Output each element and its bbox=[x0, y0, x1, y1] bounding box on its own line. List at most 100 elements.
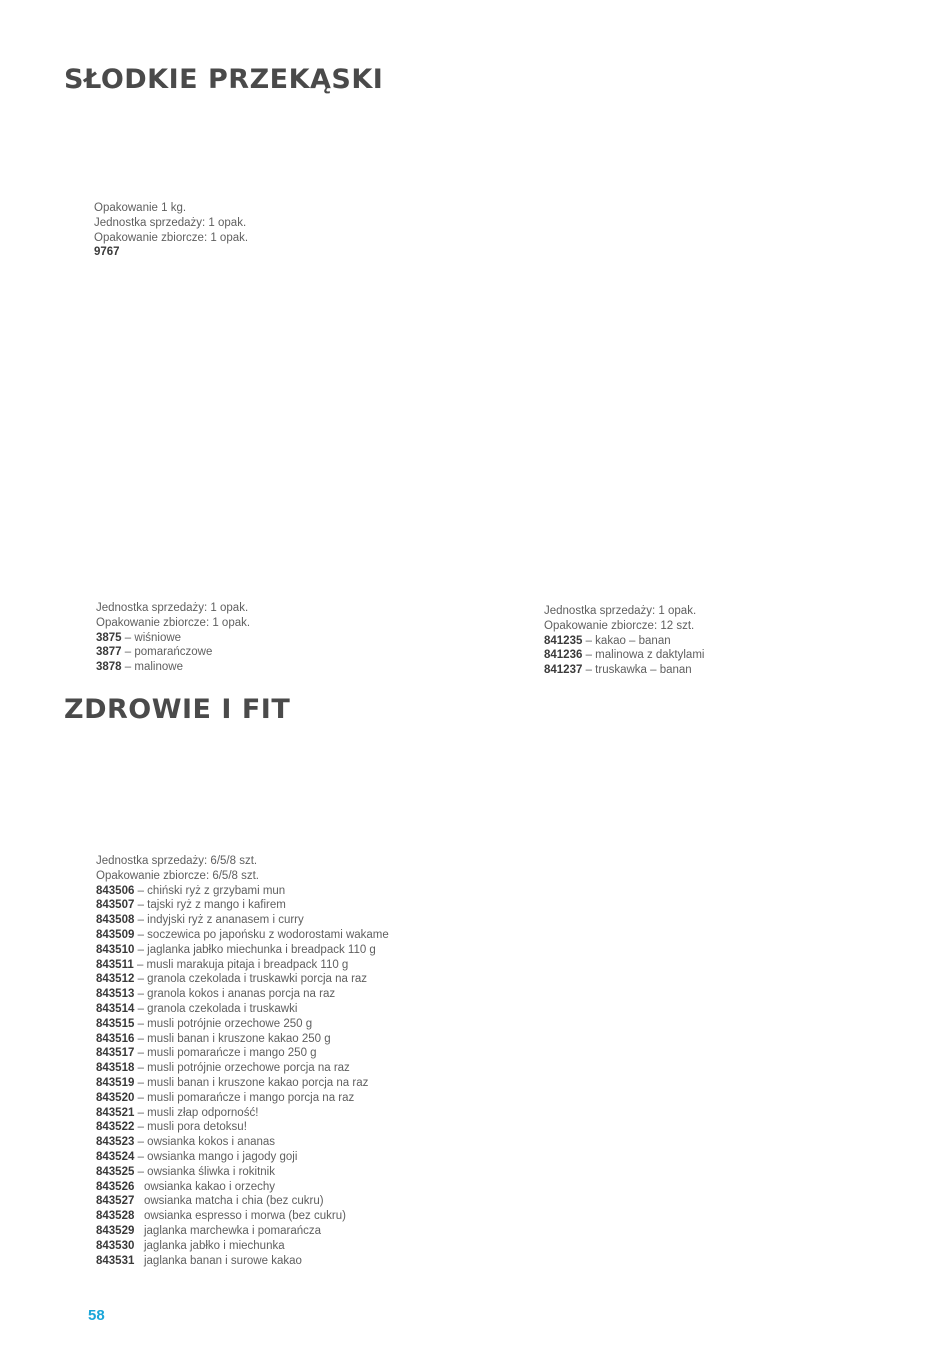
product-code: 843513 bbox=[96, 988, 135, 1001]
product-code: 3878 bbox=[96, 661, 122, 674]
product-code: 843522 bbox=[96, 1121, 135, 1134]
product-separator: – bbox=[121, 631, 135, 644]
product-description: malinowe bbox=[134, 661, 183, 674]
packaging-info-line: Opakowanie zbiorcze: 1 opak. bbox=[94, 231, 249, 244]
product-item: 843516 – musli banan i kruszone kakao 25… bbox=[96, 1032, 389, 1047]
product-item: 3875 – wiśniowe bbox=[96, 631, 250, 646]
product-separator: – bbox=[134, 943, 148, 956]
product-description: jaglanka jabłko miechunka i breadpack 11… bbox=[147, 943, 376, 956]
product-code: 843509 bbox=[96, 928, 135, 941]
product-description: musli pomarańcze i mango porcja na raz bbox=[147, 1091, 355, 1104]
product-code: 843531 bbox=[96, 1254, 135, 1267]
product-code: 843510 bbox=[96, 943, 135, 956]
product-separator: – bbox=[121, 661, 135, 674]
product-separator: – bbox=[134, 1062, 148, 1075]
product-code: 843507 bbox=[96, 899, 135, 912]
product-separator bbox=[134, 1255, 144, 1267]
packaging-info-line: Opakowanie zbiorcze: 1 opak. bbox=[96, 616, 251, 629]
product-code: 3877 bbox=[96, 646, 122, 659]
product-code: 843521 bbox=[96, 1106, 135, 1119]
product-item: 843523 – owsianka kokos i ananas bbox=[96, 1135, 389, 1150]
product-description: granola kokos i ananas porcja na raz bbox=[147, 988, 336, 1001]
product-item: 843526 owsianka kakao i orzechy bbox=[96, 1180, 389, 1195]
product-code: 9767 bbox=[94, 246, 120, 259]
section-title-health-fit: ZDROWIE I FIT bbox=[64, 694, 291, 725]
product-description: jaglanka banan i surowe kakao bbox=[143, 1254, 302, 1267]
product-separator: – bbox=[134, 973, 148, 986]
product-item: 843511 – musli marakuja pitaja i breadpa… bbox=[96, 958, 389, 973]
product-code: 843528 bbox=[96, 1210, 135, 1223]
product-separator: – bbox=[134, 1136, 148, 1149]
product-code: 843526 bbox=[96, 1180, 135, 1193]
product-description: indyjski ryż z ananasem i curry bbox=[147, 914, 304, 927]
product-separator: – bbox=[134, 1032, 148, 1045]
product-separator: – bbox=[134, 928, 148, 941]
product-code: 843529 bbox=[96, 1224, 135, 1237]
product-item: 841235 – kakao – banan bbox=[544, 634, 704, 649]
product-item: 841236 – malinowa z daktylami bbox=[544, 648, 704, 663]
product-code: 843516 bbox=[96, 1032, 135, 1045]
product-item: 843510 – jaglanka jabłko miechunka i bre… bbox=[96, 943, 389, 958]
product-separator: – bbox=[582, 649, 596, 662]
product-description: musli potrójnie orzechowe 250 g bbox=[147, 1017, 313, 1030]
product-separator: – bbox=[133, 958, 147, 971]
product-separator: – bbox=[134, 1121, 148, 1134]
product-description: pomarańczowe bbox=[134, 646, 213, 659]
packaging-info-line: Jednostka sprzedaży: 1 opak. bbox=[96, 602, 249, 614]
product-item: 841237 – truskawka – banan bbox=[544, 663, 704, 678]
product-description: malinowa z daktylami bbox=[595, 649, 705, 662]
product-item: 843507 – tajski ryż z mango i kafirem bbox=[96, 898, 389, 913]
product-item: 843509 – soczewica po japońsku z wodoros… bbox=[96, 928, 389, 943]
product-item: 843521 – musli złap odporność! bbox=[96, 1106, 389, 1121]
product-separator: – bbox=[134, 884, 148, 897]
product-description: tajski ryż z mango i kafirem bbox=[147, 899, 286, 912]
product-item: 843518 – musli potrójnie orzechowe porcj… bbox=[96, 1061, 389, 1076]
product-description: owsianka kokos i ananas bbox=[147, 1136, 276, 1149]
product-description: musli pomarańcze i mango 250 g bbox=[147, 1047, 317, 1060]
product-item: 843530 jaglanka jabłko i miechunka bbox=[96, 1239, 389, 1254]
product-description: granola czekolada i truskawki porcja na … bbox=[147, 973, 368, 986]
product-separator bbox=[134, 1210, 144, 1222]
product-separator bbox=[134, 1195, 144, 1207]
product-separator: – bbox=[121, 646, 135, 659]
product-description: owsianka matcha i chia (bez cukru) bbox=[143, 1195, 324, 1208]
product-separator: – bbox=[134, 1091, 148, 1104]
product-item: 843517 – musli pomarańcze i mango 250 g bbox=[96, 1046, 389, 1061]
product-separator: – bbox=[134, 1017, 148, 1030]
product-code: 843519 bbox=[96, 1076, 135, 1089]
product-item: 843522 – musli pora detoksu! bbox=[96, 1120, 389, 1135]
product-code: 843511 bbox=[96, 958, 134, 971]
packaging-info-line: Jednostka sprzedaży: 6/5/8 szt. bbox=[96, 855, 258, 867]
product-code: 843527 bbox=[96, 1195, 135, 1208]
product-code: 843520 bbox=[96, 1091, 135, 1104]
packaging-info-line: Opakowanie 1 kg. bbox=[94, 202, 187, 214]
product-code: 843508 bbox=[96, 914, 135, 927]
product-description: chiński ryż z grzybami mun bbox=[147, 884, 286, 897]
product-description: musli banan i kruszone kakao 250 g bbox=[147, 1032, 331, 1045]
product-description: owsianka espresso i morwa (bez cukru) bbox=[143, 1210, 346, 1223]
product-description: soczewica po japońsku z wodorostami waka… bbox=[147, 928, 389, 941]
product-info-block-3: Jednostka sprzedaży: 1 opak.Opakowanie z… bbox=[544, 604, 704, 678]
product-item: 843514 – granola czekolada i truskawki bbox=[96, 1002, 389, 1017]
product-code: 841237 bbox=[544, 664, 583, 677]
product-item: 843515 – musli potrójnie orzechowe 250 g bbox=[96, 1017, 389, 1032]
product-description: wiśniowe bbox=[134, 631, 182, 644]
product-code: 843524 bbox=[96, 1150, 135, 1163]
product-item: 3877 – pomarańczowe bbox=[96, 645, 250, 660]
product-item: 843531 jaglanka banan i surowe kakao bbox=[96, 1254, 389, 1269]
product-separator: – bbox=[134, 1002, 148, 1015]
product-item: 843529 jaglanka marchewka i pomarańcza bbox=[96, 1224, 389, 1239]
product-code: 843523 bbox=[96, 1136, 135, 1149]
product-description: jaglanka jabłko i miechunka bbox=[143, 1239, 285, 1252]
product-info-block-4: Jednostka sprzedaży: 6/5/8 szt.Opakowani… bbox=[96, 854, 389, 1268]
product-code: 843517 bbox=[96, 1047, 135, 1060]
product-item: 3878 – malinowe bbox=[96, 660, 250, 675]
product-code: 841235 bbox=[544, 634, 583, 647]
packaging-info-line: Jednostka sprzedaży: 1 opak. bbox=[544, 605, 697, 617]
page-number: 58 bbox=[88, 1307, 105, 1324]
product-description: musli złap odporność! bbox=[147, 1106, 259, 1119]
product-separator bbox=[134, 1181, 144, 1193]
product-separator: – bbox=[134, 899, 148, 912]
product-description: owsianka śliwka i rokitnik bbox=[147, 1165, 275, 1178]
product-code: 843506 bbox=[96, 884, 135, 897]
